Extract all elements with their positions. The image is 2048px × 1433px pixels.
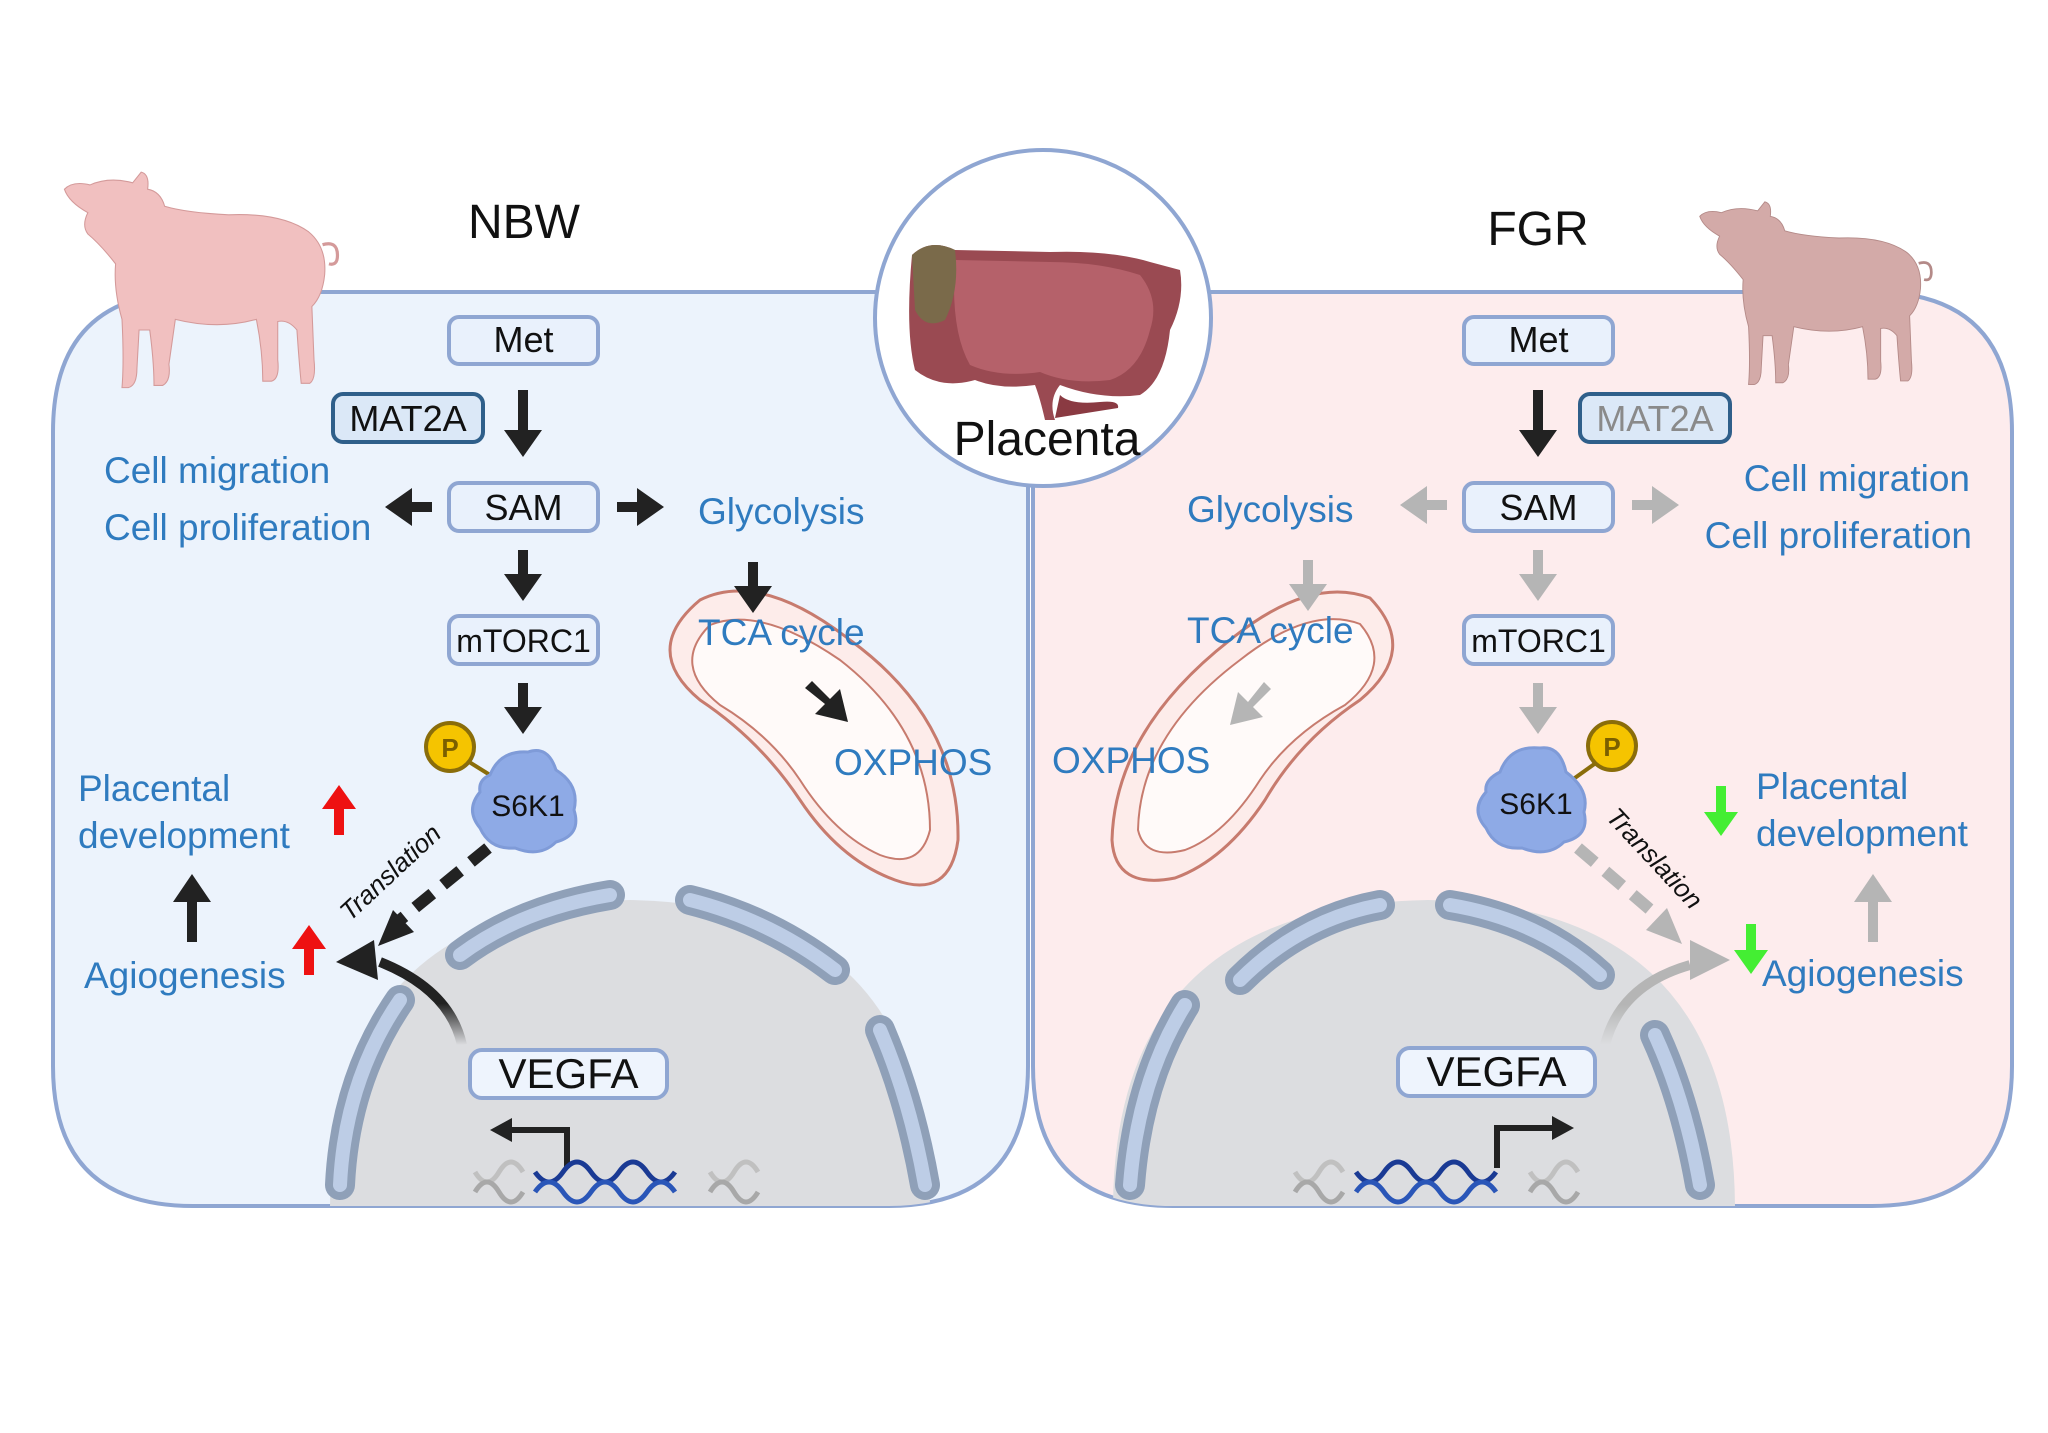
fgr-mtorc1-label: mTORC1 — [1471, 623, 1606, 659]
fgr-angiogenesis-label: Agiogenesis — [1762, 953, 1964, 994]
fgr-tca-label: TCA cycle — [1187, 610, 1354, 651]
arrow-tca-to-oxphos — [805, 681, 848, 722]
nbw-phospho-label: P — [441, 733, 458, 763]
arrow-sam-to-mtorc1 — [504, 550, 542, 601]
nbw-oxphos-label: OXPHOS — [834, 742, 992, 783]
arrow-glycolysis-to-tca — [1289, 560, 1327, 611]
placenta-image — [909, 245, 1182, 420]
arrow-angiogenesis-to-placental — [173, 874, 211, 942]
nbw-cell-migration-label: Cell migration — [104, 450, 330, 491]
nbw-s6k1-label: S6K1 — [491, 790, 564, 823]
arrow-mtorc1-to-s6k1 — [1519, 683, 1557, 734]
nbw-mitochondrion — [668, 589, 960, 887]
nbw-sam-label: SAM — [484, 487, 562, 528]
nbw-nuclear-pores — [325, 880, 940, 1200]
nbw-mat2a-box: MAT2A — [331, 392, 485, 444]
nbw-met-box: Met — [447, 315, 600, 366]
nbw-translation-arrow — [378, 843, 492, 946]
nbw-cell-proliferation-label: Cell proliferation — [104, 507, 371, 548]
nbw-phospho-icon — [424, 721, 476, 773]
fgr-met-label: Met — [1508, 319, 1568, 360]
fgr-vegfa-label: VEGFA — [1426, 1048, 1566, 1095]
arrow-glycolysis-to-tca — [734, 562, 772, 613]
fgr-mat2a-label: MAT2A — [1596, 398, 1713, 439]
arrow-mtorc1-to-s6k1 — [504, 683, 542, 734]
nbw-vegfa-label: VEGFA — [498, 1050, 638, 1097]
nbw-placental-label-line2: development — [78, 815, 291, 856]
fgr-arrows-inactive — [1230, 486, 1892, 942]
arrow-sam-to-cell-migration — [385, 488, 432, 526]
fgr-nuclear-pores — [1115, 890, 1715, 1200]
nbw-vegfa-output-arrow — [336, 940, 467, 1047]
nbw-dna-icon — [472, 1159, 761, 1205]
fgr-vegfa-output-arrow — [1600, 940, 1730, 1047]
fgr-cell-migration-label: Cell migration — [1744, 458, 1970, 499]
placenta-circle: Placenta — [873, 148, 1213, 488]
fgr-phospho-icon — [1586, 720, 1638, 772]
fgr-transcription-arrow — [1494, 1116, 1574, 1168]
arrow-sam-to-mtorc1 — [1519, 550, 1557, 601]
nbw-mtorc1-box: mTORC1 — [447, 614, 600, 666]
fgr-s6k1-label: S6K1 — [1499, 788, 1572, 821]
fgr-mat2a-box: MAT2A — [1578, 392, 1732, 444]
fgr-placental-label-line1: Placental — [1756, 766, 1908, 807]
nbw-panel: Met MAT2A SAM mTORC1 — [51, 290, 1030, 1208]
fgr-placental-down-icon — [1704, 786, 1738, 836]
nbw-transcription-arrow — [490, 1118, 570, 1168]
nbw-s6k1-protein: P S6K1 — [424, 721, 578, 854]
fgr-dna-icon — [1292, 1159, 1581, 1205]
arrow-met-to-sam — [504, 390, 542, 457]
nbw-arrows — [173, 390, 848, 942]
arrow-angiogenesis-to-placental — [1854, 874, 1892, 942]
fgr-met-box: Met — [1462, 315, 1615, 366]
nbw-tca-label: TCA cycle — [698, 612, 865, 653]
fgr-glycolysis-label: Glycolysis — [1187, 489, 1354, 530]
nbw-met-label: Met — [493, 319, 553, 360]
arrow-sam-to-glycolysis — [617, 488, 664, 526]
nbw-title: NBW — [468, 196, 581, 249]
fgr-title: FGR — [1487, 203, 1588, 256]
nbw-vegfa-box: VEGFA — [468, 1048, 669, 1100]
fgr-phospho-label: P — [1603, 732, 1620, 762]
fgr-angiogenesis-down-icon — [1734, 924, 1768, 974]
placenta-label: Placenta — [954, 413, 1141, 466]
fgr-sam-label: SAM — [1499, 487, 1577, 528]
nbw-mat2a-label: MAT2A — [349, 398, 466, 439]
fgr-sam-box: SAM — [1462, 481, 1615, 533]
fgr-cell-proliferation-label: Cell proliferation — [1705, 515, 1972, 556]
fgr-translation-arrow — [1574, 843, 1682, 944]
nbw-placental-up-icon — [322, 785, 356, 835]
nbw-sam-box: SAM — [447, 481, 600, 533]
nbw-angiogenesis-up-icon — [292, 925, 326, 975]
nbw-glycolysis-label: Glycolysis — [698, 491, 865, 532]
fgr-mtorc1-box: mTORC1 — [1462, 614, 1615, 666]
arrow-sam-to-glycolysis — [1400, 486, 1447, 524]
nbw-mtorc1-label: mTORC1 — [456, 623, 591, 659]
fgr-s6k1-protein: P S6K1 — [1476, 720, 1638, 854]
fgr-placental-label-line2: development — [1756, 813, 1969, 854]
fgr-oxphos-label: OXPHOS — [1052, 740, 1210, 781]
fgr-vegfa-box: VEGFA — [1396, 1046, 1597, 1098]
nbw-angiogenesis-label: Agiogenesis — [84, 955, 286, 996]
fgr-mitochondrion — [1110, 590, 1395, 882]
arrow-sam-to-cell-migration — [1632, 486, 1679, 524]
nbw-placental-label-line1: Placental — [78, 768, 230, 809]
fgr-panel: Met MAT2A SAM mTORC1 — [1031, 290, 2014, 1208]
arrow-tca-to-oxphos — [1230, 682, 1271, 725]
fgr-arrow-met-to-sam — [1519, 390, 1557, 457]
